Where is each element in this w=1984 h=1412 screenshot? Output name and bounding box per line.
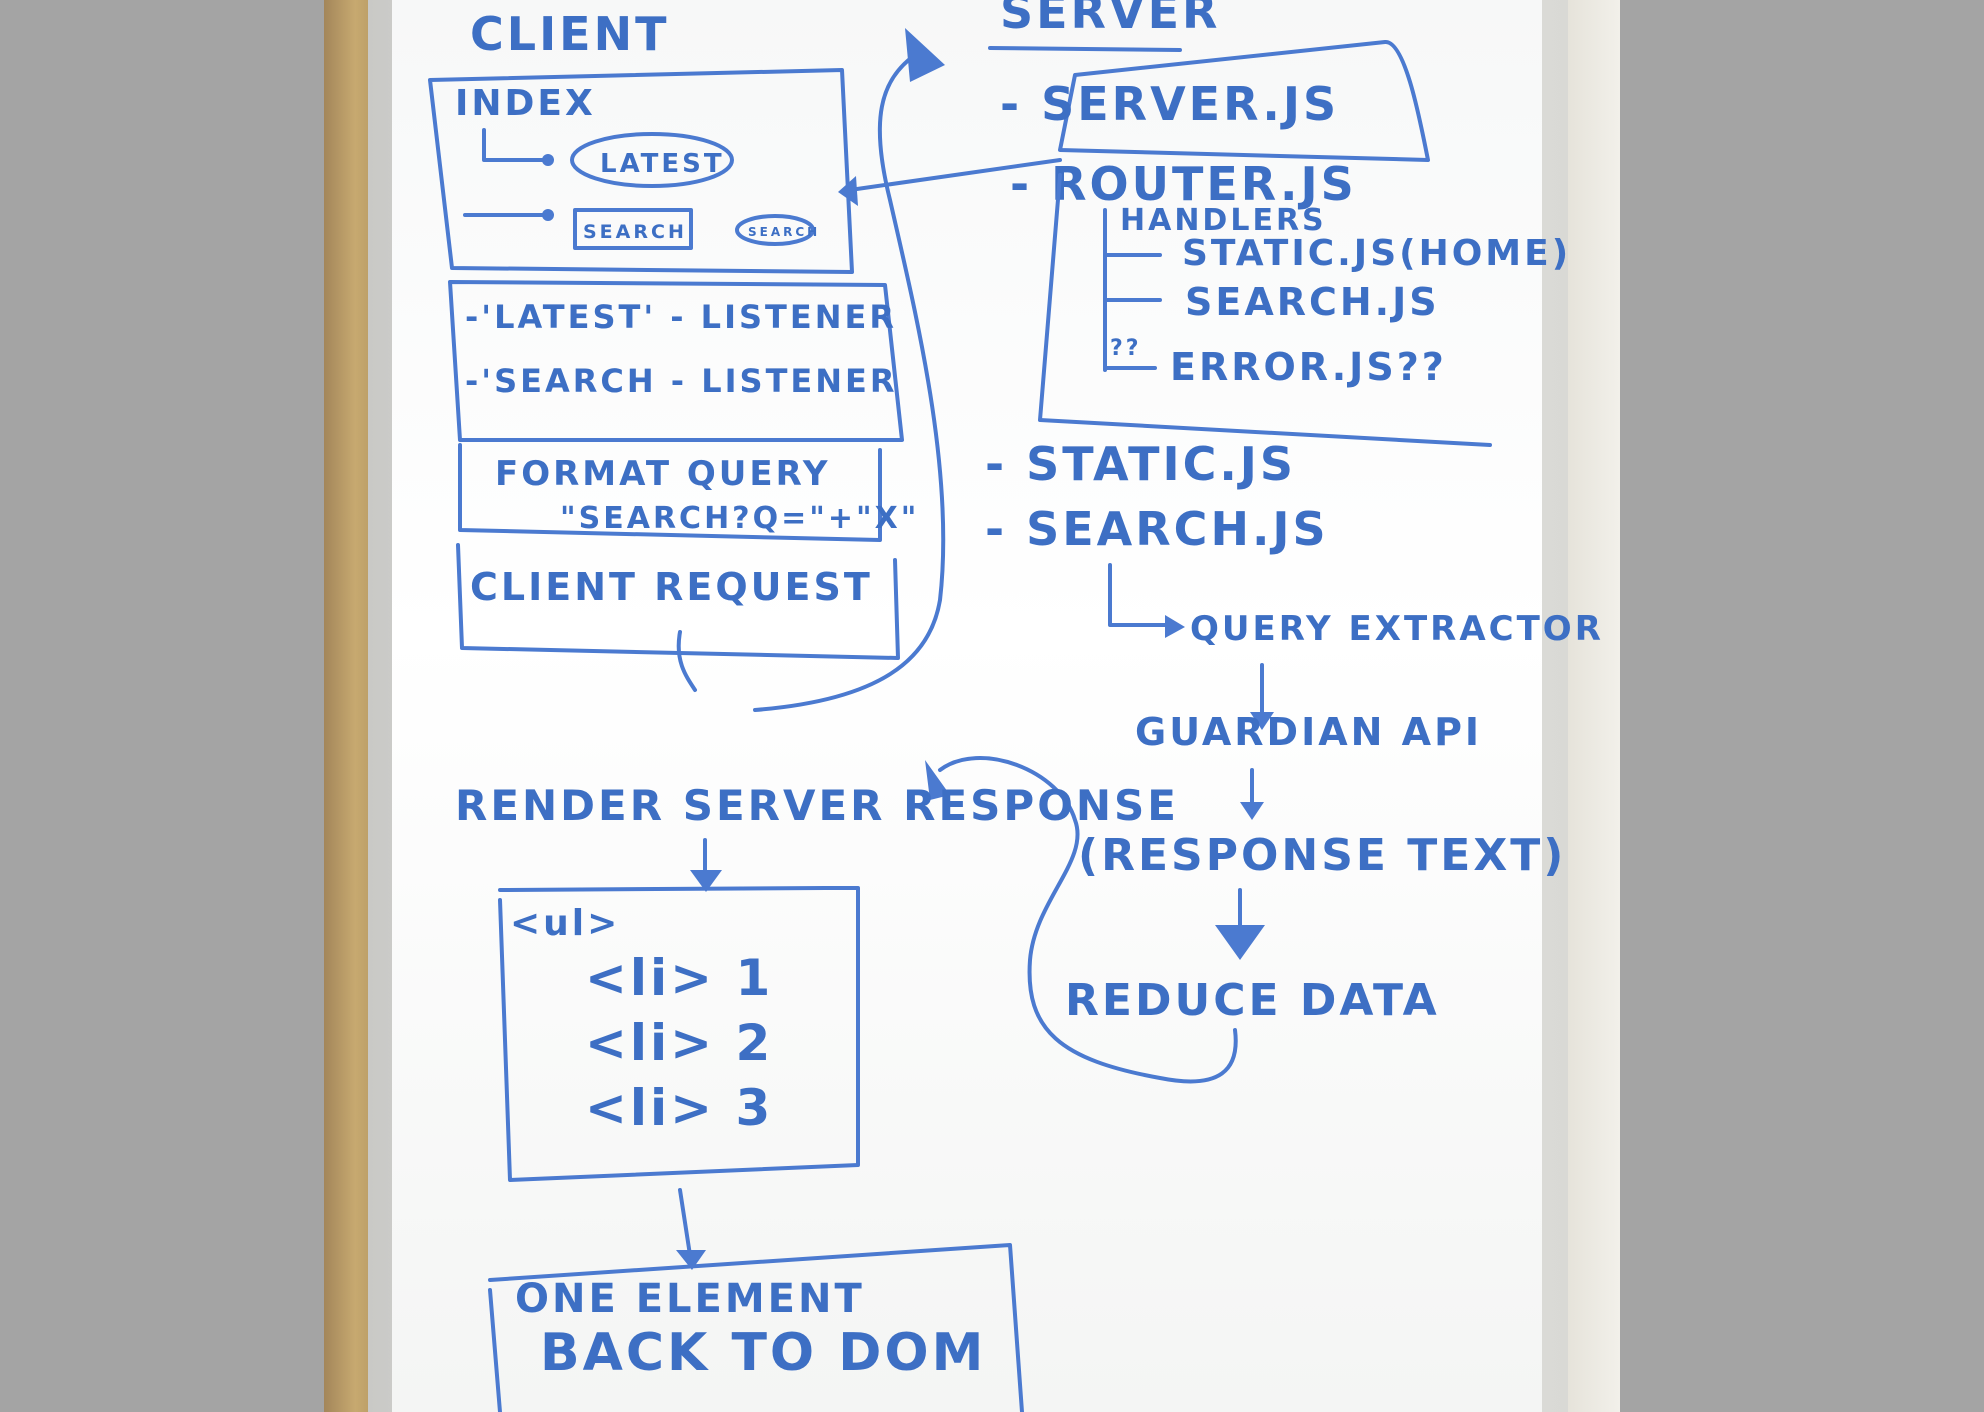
guardian-api-label: GUARDIAN API [1135,710,1482,754]
listener-latest: -'LATEST' - LISTENER [465,298,897,336]
li-item-3: <li> 3 [585,1079,773,1137]
router-to-index-arrow [848,158,1062,192]
listener-search: -'SEARCH - LISTENER [465,362,898,400]
li-item-1: <li> 1 [585,949,773,1007]
dom-line-1: ONE ELEMENT [515,1276,865,1322]
search-js-label: - SEARCH.JS [985,502,1329,556]
handlers-tree [1103,208,1162,372]
handler-static: STATIC.JS(HOME) [1182,233,1571,274]
server-title: SERVER [1000,0,1220,39]
server-js-box [1058,40,1430,162]
router-js-label: - ROUTER.JS [1010,157,1357,211]
reduce-data-label: REDUCE DATA [1065,975,1440,1026]
server-underline [988,46,1182,52]
unknown-mark: ?? [1110,336,1142,361]
search-input-label: SEARCH [583,221,687,243]
response-text-label: (RESPONSE TEXT) [1078,830,1566,881]
search-button-oval [735,214,815,246]
format-query-title: FORMAT QUERY [495,454,831,494]
listeners-box [448,280,904,442]
li-item-2: <li> 2 [585,1014,773,1072]
server-js-label: - SERVER.JS [1000,77,1339,131]
wall-right [1560,0,1620,1412]
index-title: INDEX [455,83,596,124]
ul-box [498,886,860,1182]
handler-error: ERROR.JS?? [1170,345,1447,389]
request-tail [676,630,697,692]
query-extractor-label: QUERY EXTRACTOR [1190,609,1604,649]
dom-box [488,1243,1024,1412]
ul-to-dom-arrow [678,1188,692,1257]
reduce-to-render-loop [938,756,1238,1084]
client-request-label: CLIENT REQUEST [470,565,873,609]
handlers-label: HANDLERS [1120,203,1327,238]
router-box [1038,173,1492,447]
latest-button-oval [570,132,734,188]
static-js-label: - STATIC.JS [985,437,1296,491]
ul-label: <ul> [510,903,620,944]
format-query-example: "SEARCH?Q="+"X" [560,501,919,536]
search-branch-arrow [1108,563,1172,627]
client-title: CLIENT [470,7,669,61]
index-branch-arrow [482,128,547,162]
wooden-wall [324,0,376,1412]
latest-button-label: LATEST [600,149,725,179]
dom-line-2: BACK TO DOM [540,1323,986,1383]
search-button-label: SEARCH [748,225,820,239]
search-input-box [573,208,693,250]
handler-search: SEARCH.JS [1185,280,1440,324]
request-to-server-arrow [753,53,946,712]
index-box [428,68,854,274]
render-title: RENDER SERVER RESPONSE [455,781,1179,830]
format-query-box [458,443,882,542]
